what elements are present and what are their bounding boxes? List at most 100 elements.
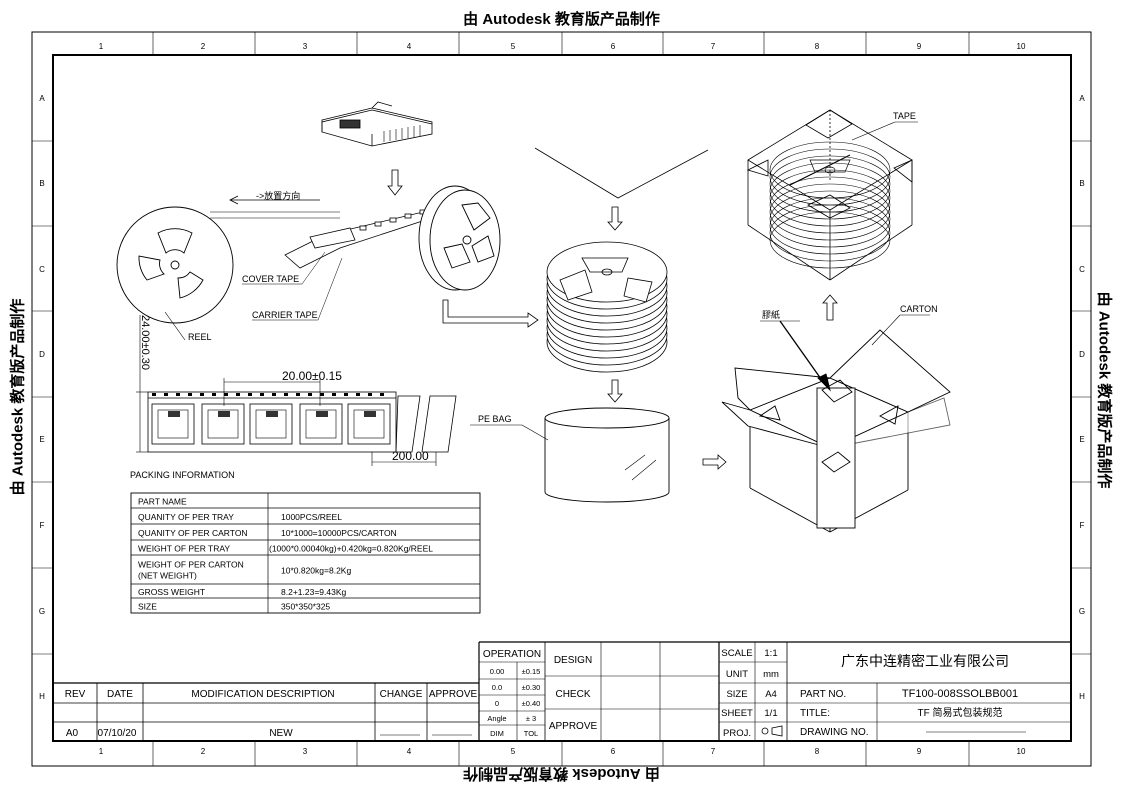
tape-pockets [151,403,391,445]
grid-col-bottom: 8 [815,747,820,756]
grid-row-right: F [1080,521,1085,530]
outer-frame [31,31,1092,767]
sprocket-hole [248,393,252,396]
tb-text: APPROVE [429,689,478,700]
tb-text: 0.00 [490,667,505,676]
grid-row-left: A [39,94,45,103]
pe-bag [470,407,670,503]
table-value: 8.2+1.23=9.43Kg [281,587,347,597]
grid-row-right: C [1079,265,1085,274]
pocket-part [353,409,385,439]
pe-bag-label: PE BAG [478,414,512,424]
cover-tape-label: COVER TAPE [242,274,299,284]
pocket-contact [266,411,278,417]
tb-text: 1/1 [764,708,777,719]
carton-reel [769,183,891,241]
flow-arrow-right [702,454,727,470]
reel-side-view [418,185,501,291]
tb-text: SHEET [721,708,753,719]
grid-col-bottom: 3 [303,747,308,756]
grid-col-top: 8 [815,42,820,51]
sprocket-hole [212,393,216,396]
reel-hub [824,166,836,174]
reel-leader [164,311,186,341]
connector-drawing [321,101,433,147]
table-value: 10*0.820kg=8.2Kg [281,566,351,576]
grid-col-top: 2 [201,42,206,51]
tb-text: 0 [495,699,499,708]
packing-table: PART NAME QUANITY OF PER TRAY 1000PCS/REEL… [130,492,481,614]
grid-col-top: 7 [711,42,716,51]
table-label: QUANITY OF PER CARTON [138,528,248,538]
grid-row-right: B [1079,179,1084,188]
sprocket-hole [236,393,240,396]
tb-text: CHECK [555,689,590,700]
grid-col-top: 10 [1017,42,1026,51]
reel-window [623,277,653,303]
grid-col-top: 5 [511,42,516,51]
tb-text: ±0.40 [522,699,541,708]
tb-text: mm [763,669,779,680]
pocket [299,403,343,445]
tb-text: DRAWING NO. [800,727,869,738]
grid-col-bottom: 6 [611,747,616,756]
grid-col-bottom: 2 [201,747,206,756]
sprocket-hole [344,393,348,396]
pocket-contact [364,411,376,417]
tb-text: UNIT [726,669,748,680]
tb-text: ±0.30 [522,683,541,692]
carton-label: CARTON [900,304,938,314]
reel-window [581,257,629,273]
grid-row-left: C [39,265,45,274]
pocket [249,403,293,445]
arrow-down-icon [387,169,403,196]
projection-icon [761,727,769,735]
carton-reel [769,176,891,234]
carton-reel [769,148,891,206]
tb-text: DIM [490,729,504,738]
tb-text: PART NO. [800,689,846,700]
grid-row-left: D [39,350,45,359]
reel-label: REEL [188,332,212,342]
grid-col-top: 9 [917,42,922,51]
sprocket-hole [368,393,372,396]
feed-direction-label: ->放置方向 [256,190,300,201]
grid-col-bottom: 10 [1017,747,1026,756]
top-tape-strip [210,211,340,219]
pocket [151,403,195,445]
reel-window [809,159,851,173]
tape-label: TAPE [893,111,916,121]
tb-text: CHANGE [380,689,423,700]
stacked-reels [546,241,668,373]
sprocket-hole [188,393,192,396]
table-label: PART NAME [138,497,187,507]
tb-text: SCALE [721,648,752,659]
tb-text: A0 [66,728,79,739]
table-value: 1000PCS/REEL [281,512,342,522]
tb-text: TITLE: [800,708,830,719]
table-label: QUANITY OF PER TRAY [138,512,234,522]
feed-direction-arrow [229,195,320,205]
table-value: 10*1000=10000PCS/CARTON [281,528,397,538]
dim-200: 200.00 [392,449,429,463]
open-carton [721,314,951,533]
pocket-part [305,409,337,439]
carton-reel [769,155,891,213]
sprocket-hole [380,393,384,396]
grid-col-top: 1 [99,42,104,51]
table-label: (NET WEIGHT) [138,571,197,581]
sprocket-holes [152,393,384,396]
dim-20: 20.00±0.15 [282,369,342,383]
grid-row-right: G [1079,607,1085,616]
table-label: GROSS WEIGHT [138,587,205,597]
packing-title: PACKING INFORMATION [130,470,235,480]
projection-icon [771,725,783,737]
tb-text: DESIGN [554,655,592,666]
tb-text: NEW [269,728,293,739]
pocket-part [207,409,239,439]
carton-reel [769,169,891,227]
tb-text: TOL [524,729,538,738]
